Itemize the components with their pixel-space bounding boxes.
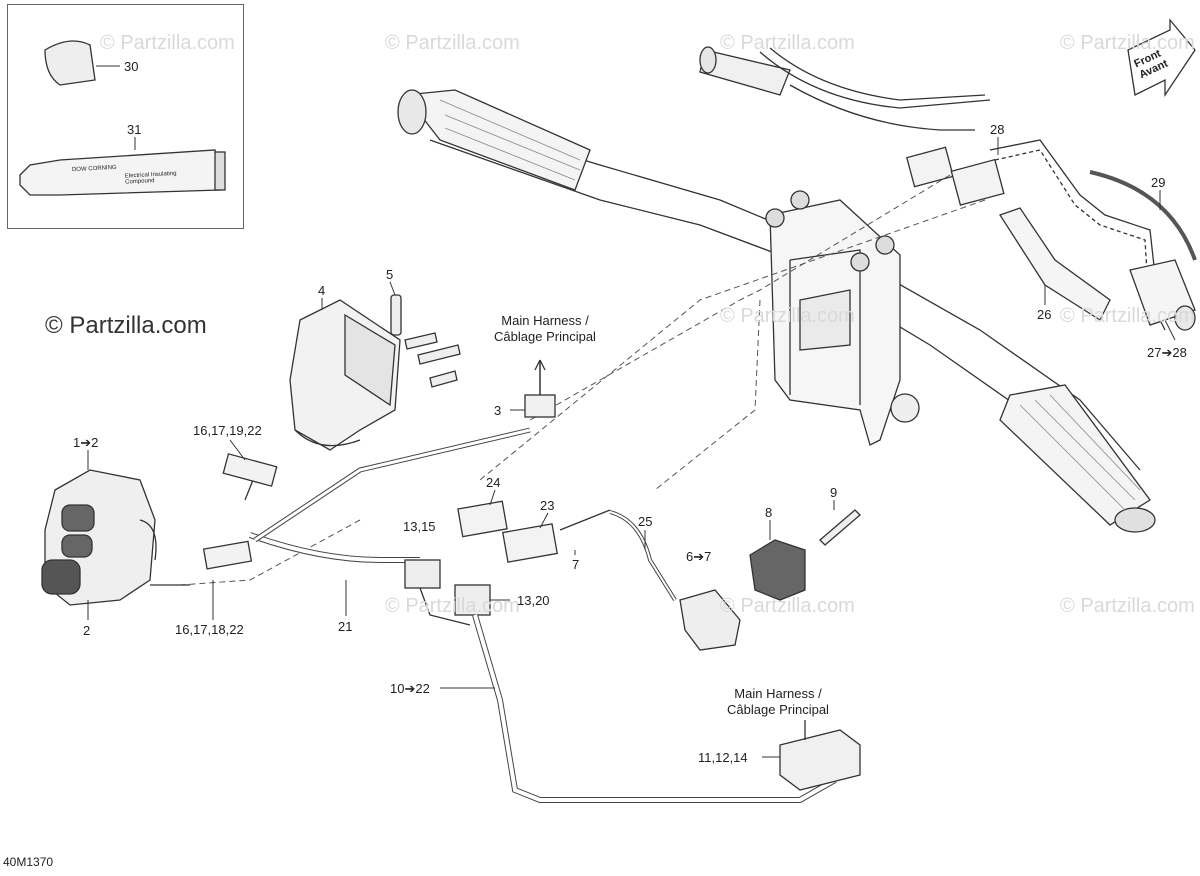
callout-1-to-2: 1➔2	[73, 435, 99, 450]
watermark: © Partzilla.com	[720, 32, 855, 54]
figure-code: 40M1370	[3, 855, 54, 869]
callout-9: 9	[830, 485, 838, 500]
part-9	[819, 509, 861, 546]
housing-4	[289, 299, 401, 451]
callout-13-20: 13,20	[517, 593, 550, 608]
callout-16-17-18-22: 16,17,18,22	[175, 622, 244, 637]
watermark: © Partzilla.com	[720, 305, 855, 327]
switch-housing	[41, 469, 190, 606]
connectors-13	[404, 559, 491, 626]
watermark: © Partzilla.com	[385, 32, 520, 54]
callout-3: 3	[494, 403, 502, 418]
watermark: © Partzilla.com	[1060, 595, 1195, 617]
connector-3	[524, 359, 556, 418]
callout-25: 25	[638, 514, 653, 529]
callout-5: 5	[386, 267, 394, 282]
inset-box	[7, 4, 244, 229]
leader-lines	[179, 174, 986, 586]
harness-21	[202, 427, 531, 570]
watermark-main: © Partzilla.com	[45, 312, 207, 339]
screws-5	[390, 294, 461, 388]
cable-25	[609, 510, 741, 651]
callout-21: 21	[338, 619, 353, 634]
connectors-28	[906, 139, 1166, 331]
watermark: © Partzilla.com	[100, 32, 235, 54]
callout-6-to-7: 6➔7	[686, 549, 712, 564]
handlebar	[397, 89, 1156, 533]
callout-7: 7	[572, 557, 580, 572]
callout-10-to-22: 10➔22	[390, 681, 430, 696]
callout-8: 8	[765, 505, 773, 520]
watermark: © Partzilla.com	[385, 595, 520, 617]
watermark: © Partzilla.com	[720, 595, 855, 617]
callout-31: 31	[127, 122, 142, 137]
connectors-24-23	[457, 500, 611, 563]
watermark: © Partzilla.com	[1060, 305, 1195, 327]
part-8	[749, 539, 806, 601]
harness-10-22	[472, 614, 837, 803]
callout-28: 28	[990, 122, 1005, 137]
callout-2: 2	[83, 623, 91, 638]
front-arrow-icon	[1127, 18, 1196, 98]
callout-11-12-14: 11,12,14	[698, 750, 748, 765]
watermark: © Partzilla.com	[1060, 32, 1195, 54]
connector-11	[779, 720, 861, 791]
callout-24: 24	[486, 475, 501, 490]
callout-30: 30	[124, 59, 139, 74]
main-harness-label-upper: Main Harness / Câblage Principal	[494, 313, 596, 344]
callout-27-to-28: 27➔28	[1147, 345, 1187, 360]
throttle-cable	[699, 46, 991, 131]
callout-4: 4	[318, 283, 326, 298]
callout-13-15: 13,15	[403, 519, 436, 534]
callout-26: 26	[1037, 307, 1052, 322]
main-harness-label-lower: Main Harness / Câblage Principal	[727, 686, 829, 717]
callout-16-17-19-22: 16,17,19,22	[193, 423, 262, 438]
callout-29: 29	[1151, 175, 1166, 190]
callout-23: 23	[540, 498, 555, 513]
inset-items	[19, 40, 226, 196]
callout-leaders	[87, 65, 1176, 758]
